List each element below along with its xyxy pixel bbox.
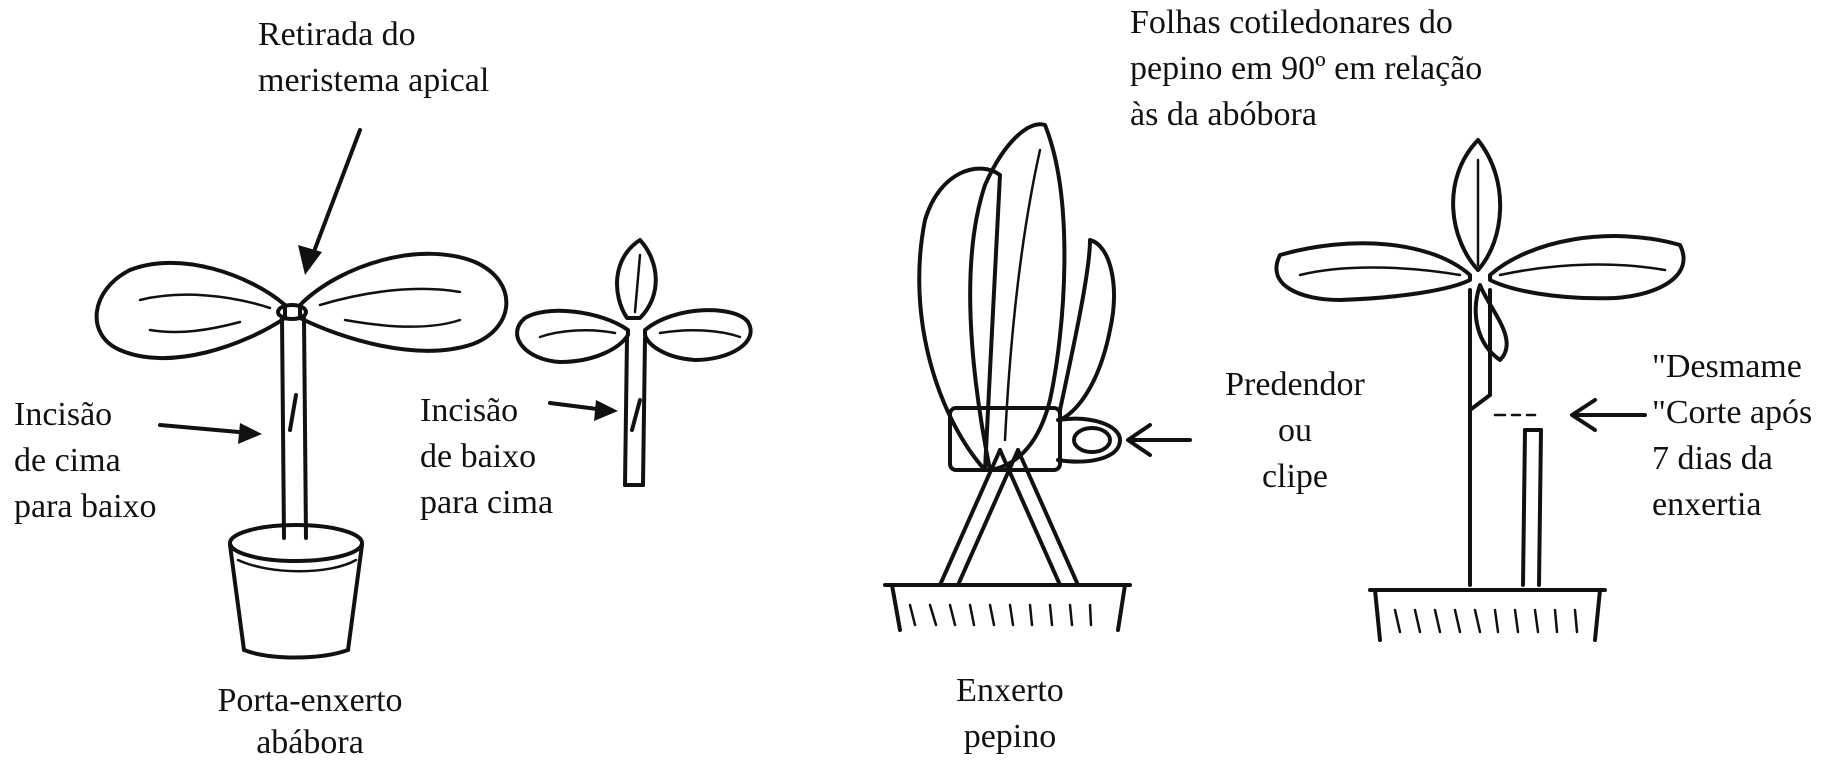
label-line: para cima bbox=[420, 480, 553, 526]
label-line: "Corte após bbox=[1652, 390, 1812, 436]
label-meristem: Retirada do meristema apical bbox=[258, 12, 489, 104]
label-line: 7 dias da bbox=[1652, 436, 1812, 482]
label-line: de cima bbox=[14, 438, 157, 484]
label-line: pepino bbox=[900, 714, 1120, 760]
label-line: Incisão bbox=[14, 392, 157, 438]
arrow-clip bbox=[1128, 425, 1190, 455]
label-line: "Desmame bbox=[1652, 344, 1812, 390]
label-line: de baixo bbox=[420, 434, 553, 480]
label-clip: Predendor ou clipe bbox=[1200, 362, 1390, 500]
label-cotyledon-note: Folhas cotiledonares do pepino em 90º em… bbox=[1130, 0, 1482, 138]
label-line: ou bbox=[1200, 408, 1390, 454]
label-line: enxertia bbox=[1652, 482, 1812, 528]
arrow-meristem bbox=[298, 130, 360, 275]
arrow-incision-bottom bbox=[550, 400, 618, 421]
label-line: Retirada do bbox=[258, 12, 489, 58]
label-weaning: "Desmame "Corte após 7 dias da enxertia bbox=[1652, 344, 1812, 528]
label-line: abábora bbox=[190, 720, 430, 766]
label-line: Porta-enxerto bbox=[190, 678, 430, 724]
label-line: Folhas cotiledonares do bbox=[1130, 0, 1482, 46]
label-rootstock: Porta-enxerto abábora bbox=[190, 678, 430, 766]
label-line: Incisão bbox=[420, 388, 553, 434]
label-incision-bottom: Incisão de baixo para cima bbox=[420, 388, 553, 526]
label-line: às da abóbora bbox=[1130, 92, 1482, 138]
label-line: clipe bbox=[1200, 454, 1390, 500]
clipped-graft bbox=[885, 124, 1130, 630]
arrow-incision-top bbox=[160, 423, 262, 444]
arrow-weaning bbox=[1572, 400, 1645, 430]
label-line: Predendor bbox=[1200, 362, 1390, 408]
label-scion: Enxerto pepino bbox=[900, 668, 1120, 760]
label-line: meristema apical bbox=[258, 58, 489, 104]
label-line: Enxerto bbox=[900, 668, 1120, 714]
label-line: pepino em 90º em relação bbox=[1130, 46, 1482, 92]
label-incision-top: Incisão de cima para baixo bbox=[14, 392, 157, 530]
label-line: para baixo bbox=[14, 484, 157, 530]
